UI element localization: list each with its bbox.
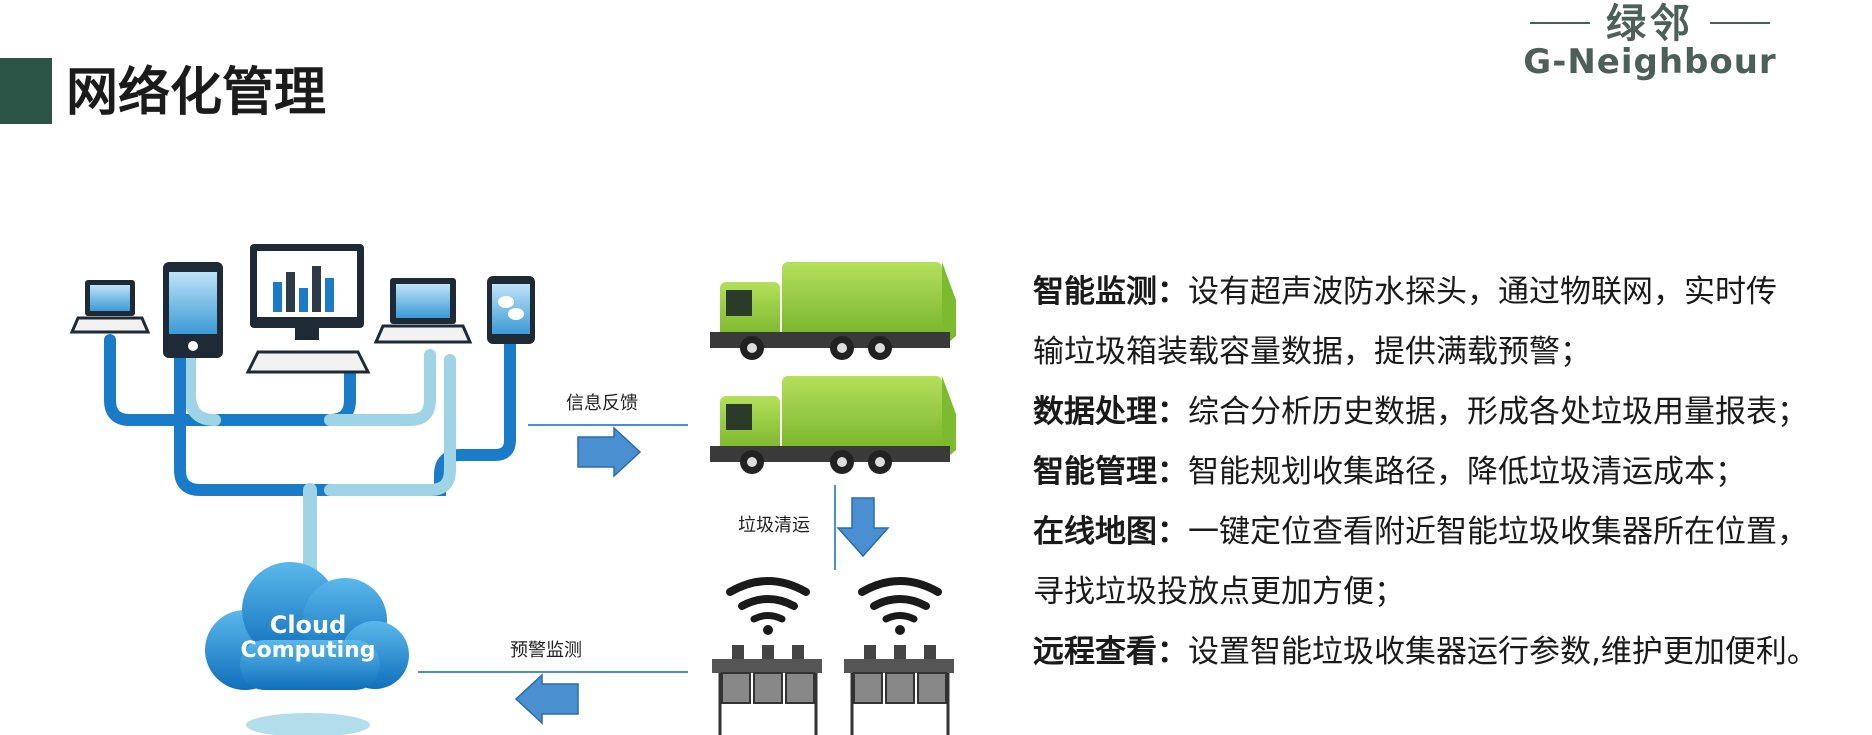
feature-term: 智能监测： [1033,274,1188,310]
feature-text: 设有超声波防水探头，通过物联网，实时传 [1188,274,1777,310]
feature-line: 智能管理：智能规划收集路径，降低垃圾清运成本； [1033,442,1863,502]
feature-term: 数据处理： [1033,394,1188,430]
label-warning-monitoring: 预警监测 [510,640,582,661]
feature-text: 一键定位查看附近智能垃圾收集器所在位置， [1188,514,1808,550]
feature-line: 在线地图：一键定位查看附近智能垃圾收集器所在位置， [1033,502,1863,562]
feature-text: 寻找垃圾投放点更加方便； [1033,574,1405,610]
feature-text: 输垃圾箱装载容量数据，提供满载预警； [1033,334,1591,370]
label-info-feedback: 信息反馈 [566,393,638,414]
arrow-down-icon [836,497,890,558]
logo-rule-left [1530,22,1590,24]
arrow-left-icon [514,673,579,725]
feature-line: 智能监测：设有超声波防水探头，通过物联网，实时传 [1033,262,1863,322]
feature-line: 远程查看：设置智能垃圾收集器运行参数,维护更加便利。 [1033,622,1863,682]
wifi-icon [726,577,810,635]
tablet-icon [163,262,223,358]
smart-bin-station-icon [844,645,954,735]
garbage-truck-icon [710,262,956,360]
network-diagram: Cloud Computing [69,244,956,735]
title-accent-bar [0,58,52,124]
label-garbage-collection: 垃圾清运 [738,515,810,536]
arrow-right-icon [577,426,642,478]
logo-rule-right [1710,22,1770,24]
logo-english: G-Neighbour [1523,42,1777,82]
feature-text: 综合分析历史数据，形成各处垃圾用量报表； [1188,394,1808,430]
feature-line: 输垃圾箱装载容量数据，提供满载预警； [1033,322,1863,382]
network-connection-tree [104,334,516,577]
feature-text: 智能规划收集路径，降低垃圾清运成本； [1188,454,1746,490]
logo-chinese: 绿邻 [1606,1,1694,47]
smartphone-icon [487,276,535,344]
laptop-icon [373,278,473,344]
feature-term: 智能管理： [1033,454,1188,490]
garbage-truck-icon [710,376,956,474]
brand-logo: 绿邻 G-Neighbour [1520,2,1780,86]
feature-text: 设置智能垃圾收集器运行参数,维护更加便利。 [1188,634,1818,670]
feature-line: 寻找垃圾投放点更加方便； [1033,562,1863,622]
cloud-icon: Cloud Computing [205,562,409,735]
feature-term: 在线地图： [1033,514,1188,550]
cloud-label-line2: Computing [240,638,375,663]
feature-line: 数据处理：综合分析历史数据，形成各处垃圾用量报表； [1033,382,1863,442]
monitor-chart-icon [245,244,371,374]
page-title: 网络化管理 [66,63,327,123]
feature-term: 远程查看： [1033,634,1188,670]
laptop-icon [69,280,151,334]
cloud-label-line1: Cloud [270,611,347,639]
smart-bin-station-icon [712,645,822,735]
wifi-icon [858,577,942,635]
feature-list: 智能监测：设有超声波防水探头，通过物联网，实时传 输垃圾箱装载容量数据，提供满载… [1033,262,1863,682]
